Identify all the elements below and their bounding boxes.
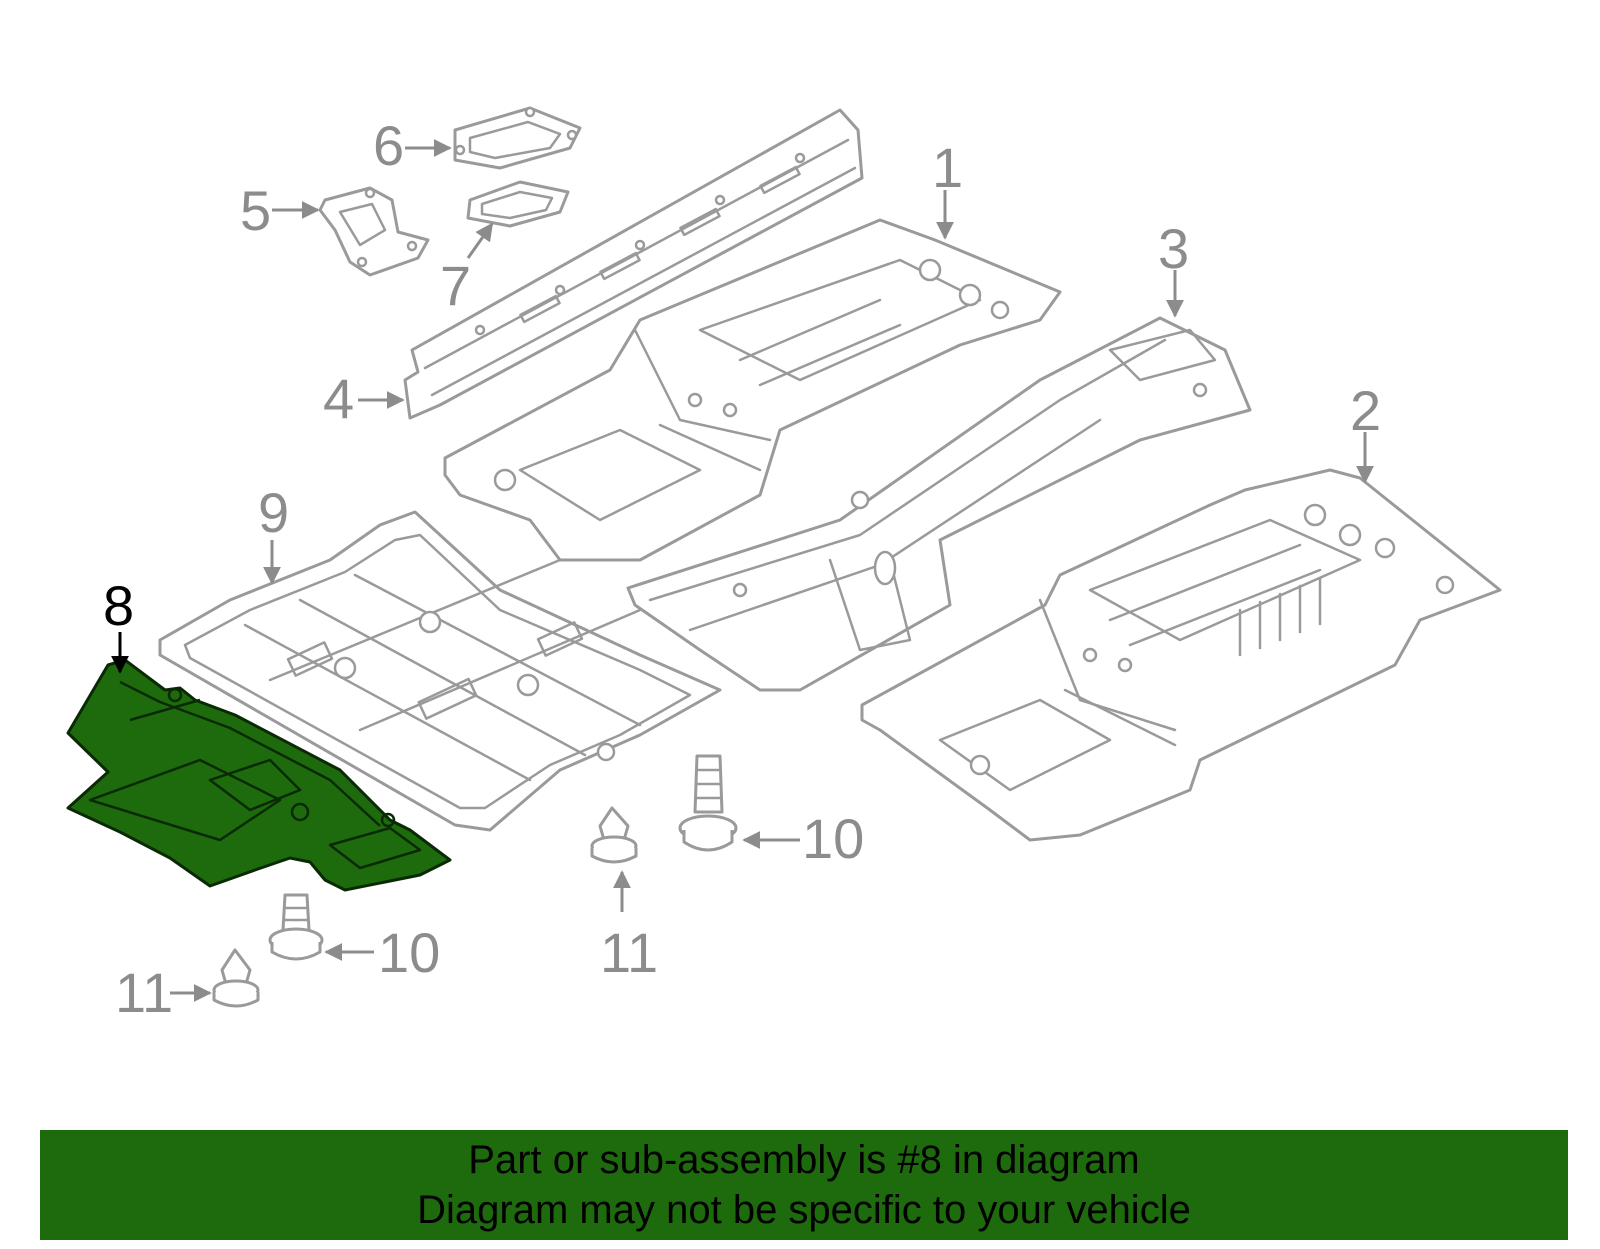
part-6-plate: [453, 106, 582, 170]
banner-line-1: Part or sub-assembly is #8 in diagram: [468, 1138, 1140, 1182]
callout-3: 3: [1158, 217, 1189, 280]
callout-9: 9: [258, 481, 289, 544]
callout-6: 6: [373, 114, 404, 177]
part-11-clip-b: [212, 948, 260, 1008]
callout-10-a: 10: [802, 807, 864, 870]
callout-11-b: 11: [115, 961, 173, 1024]
part-10-bolt-b: [268, 893, 324, 961]
leader-arrows: [111, 139, 1374, 1002]
banner-line-2: Diagram may not be specific to your vehi…: [417, 1188, 1191, 1232]
part-1-front-floor: [443, 218, 1062, 562]
info-banner: Part or sub-assembly is #8 in diagram Di…: [40, 1130, 1568, 1240]
callout-8: 8: [103, 574, 134, 637]
part-7-ring: [466, 180, 570, 228]
part-9-undercover: [158, 510, 722, 832]
part-10-bolt-a: [678, 754, 738, 852]
part-4-rail: [403, 108, 864, 420]
callout-4: 4: [323, 367, 354, 430]
callout-2: 2: [1350, 379, 1381, 442]
part-11-clip-a: [590, 806, 638, 864]
callout-11-a: 11: [600, 921, 658, 984]
callout-10-b: 10: [378, 921, 440, 984]
part-8-engine-undercover: [66, 658, 452, 892]
part-2-floor-assembly: [860, 468, 1502, 842]
callout-7: 7: [440, 254, 471, 317]
callout-5: 5: [240, 179, 271, 242]
part-5-bracket: [318, 186, 430, 277]
callout-1: 1: [932, 136, 963, 199]
part-3-tunnel: [626, 316, 1252, 692]
